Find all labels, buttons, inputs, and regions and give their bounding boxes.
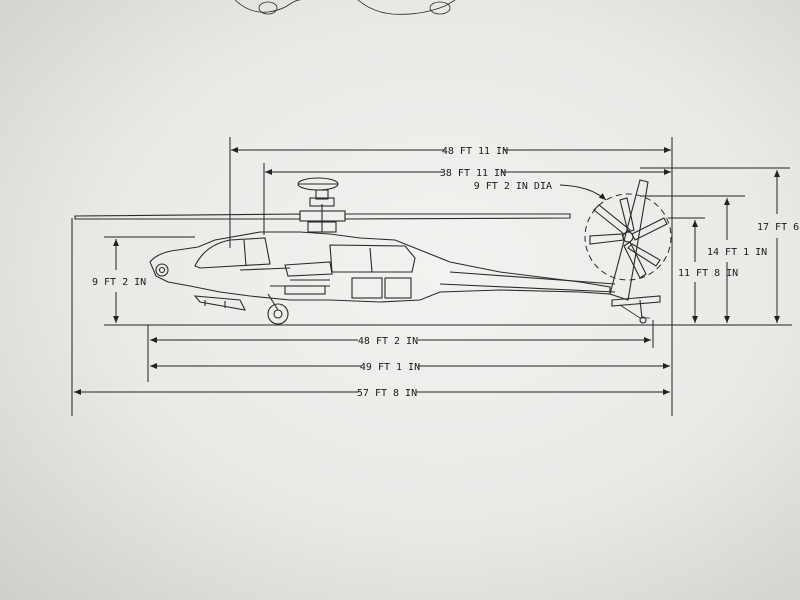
main-wheel <box>267 303 289 325</box>
top-partial-sketch <box>234 0 456 15</box>
label-rotor-to-tail-span: 48 FT 11 IN <box>442 146 508 157</box>
main-rotor <box>74 177 571 233</box>
extension-lines <box>71 137 792 416</box>
cockpit-canopy <box>194 237 271 269</box>
label-rotors-turning-length: 57 FT 8 IN <box>357 388 417 399</box>
dimension-labels: 48 FT 11 IN 38 FT 11 IN 9 FT 2 IN DIA 17… <box>92 146 800 399</box>
nose-sensor-turret <box>155 263 169 277</box>
horizontal-stabilizer <box>611 295 661 307</box>
rocket-pod <box>284 285 326 295</box>
tail-rotor <box>584 193 672 281</box>
label-main-rotor-span: 38 FT 11 IN <box>440 168 506 179</box>
engine-nacelle <box>329 244 416 273</box>
label-fuselage-height: 9 FT 2 IN <box>92 277 146 288</box>
label-tail-rotor-diameter: 9 FT 2 IN DIA <box>474 181 552 192</box>
helicopter-side-view <box>74 177 672 325</box>
fuselage <box>149 231 611 303</box>
stub-wing-and-weapons <box>193 285 330 311</box>
label-overall-length: 49 FT 1 IN <box>360 362 420 373</box>
tail-wheel <box>639 316 647 324</box>
label-fuselage-length: 48 FT 2 IN <box>358 336 418 347</box>
label-tail-height: 14 FT 1 IN <box>707 247 767 258</box>
label-hub-height: 17 FT 6 IN <box>757 222 800 233</box>
vertical-fin <box>609 179 649 301</box>
sponson-right <box>384 277 412 299</box>
dimension-lines <box>74 147 780 395</box>
tail-section <box>439 179 661 319</box>
sponson-left <box>351 277 383 299</box>
label-stabilizer-height: 11 FT 8 IN <box>678 268 738 279</box>
missile-rack <box>193 295 246 311</box>
landing-gear <box>267 293 647 325</box>
